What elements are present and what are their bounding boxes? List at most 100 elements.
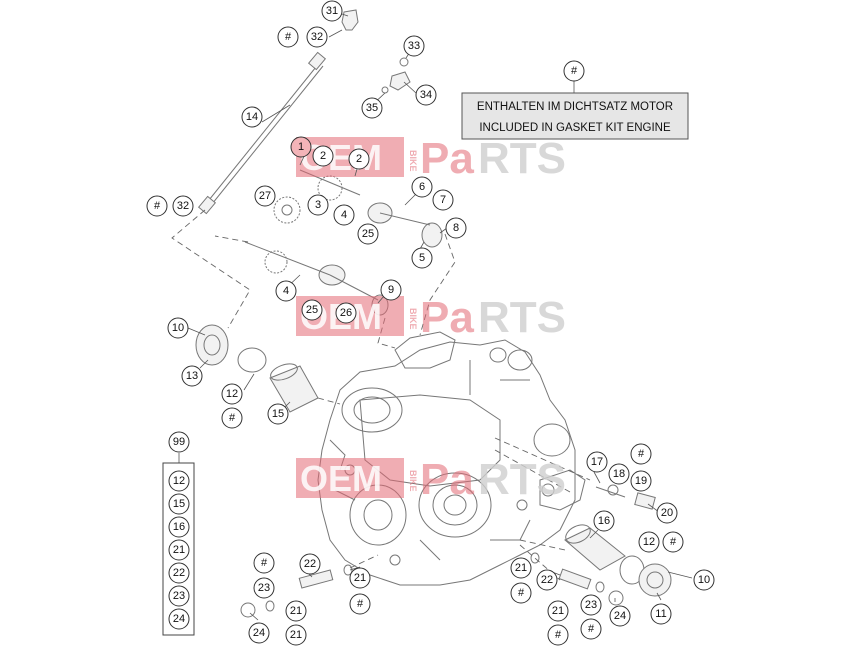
callout-14[interactable]: 14 [241, 106, 263, 128]
callout-hash[interactable]: # [253, 552, 275, 574]
callout-hash[interactable]: # [662, 531, 684, 553]
callout-label: 24 [253, 627, 265, 639]
callout-23[interactable]: 23 [253, 577, 275, 599]
callout-13[interactable]: 13 [181, 365, 203, 387]
callout-1[interactable]: 1 [290, 136, 312, 158]
callout-27[interactable]: 27 [254, 185, 276, 207]
callout-4[interactable]: 4 [275, 280, 297, 302]
callout-hash[interactable]: # [146, 195, 168, 217]
callout-24[interactable]: 24 [248, 622, 270, 644]
watermark-bottom: OEM BIKE Pa RTS [296, 455, 566, 504]
callout-20[interactable]: 20 [656, 502, 678, 524]
callout-6[interactable]: 6 [411, 176, 433, 198]
callout-31[interactable]: 31 [321, 0, 343, 22]
callout-10[interactable]: 10 [693, 569, 715, 591]
callout-hash[interactable]: # [221, 407, 243, 429]
callout-hash[interactable]: # [580, 618, 602, 640]
callout-32[interactable]: 32 [306, 26, 328, 48]
callout-19[interactable]: 19 [630, 470, 652, 492]
callout-11[interactable]: 11 [650, 603, 672, 625]
kit-item-label: 21 [173, 544, 185, 556]
callout-32[interactable]: 32 [172, 195, 194, 217]
kit-label-callout[interactable]: 99 [168, 431, 190, 453]
gasket-kit-note: ENTHALTEN IM DICHTSATZ MOTOR INCLUDED IN… [461, 81, 689, 140]
callout-9[interactable]: 9 [380, 279, 402, 301]
callout-21[interactable]: 21 [510, 557, 532, 579]
callout-26[interactable]: 26 [335, 302, 357, 324]
callout-label: 12 [643, 536, 655, 548]
callout-21[interactable]: 21 [547, 600, 569, 622]
callout-8[interactable]: 8 [445, 217, 467, 239]
callout-label: 22 [541, 574, 553, 586]
callout-21[interactable]: 21 [285, 600, 307, 622]
callout-label: 6 [419, 181, 425, 193]
callout-23[interactable]: 23 [580, 594, 602, 616]
callout-label: 18 [613, 468, 625, 480]
callout-label: 4 [283, 285, 289, 297]
kit-item-24[interactable]: 24 [168, 608, 190, 630]
watermark-pa: Pa [420, 455, 474, 504]
callout-7[interactable]: 7 [432, 189, 454, 211]
kit-item-label: 12 [173, 475, 185, 487]
callout-24[interactable]: 24 [609, 605, 631, 627]
callout-hash[interactable]: # [547, 624, 569, 646]
kit-item-22[interactable]: 22 [168, 562, 190, 584]
callout-label: 20 [661, 507, 673, 519]
callout-label: 35 [366, 102, 378, 114]
callout-25[interactable]: 25 [301, 299, 323, 321]
callout-label: 13 [186, 370, 198, 382]
kit-item-16[interactable]: 16 [168, 516, 190, 538]
callout-15[interactable]: 15 [267, 403, 289, 425]
callout-label: # [357, 598, 364, 610]
callout-22[interactable]: 22 [299, 553, 321, 575]
callout-hash[interactable]: # [349, 593, 371, 615]
kit-item-15[interactable]: 15 [168, 493, 190, 515]
callout-18[interactable]: 18 [608, 463, 630, 485]
watermark-oem: OEM [300, 137, 382, 178]
watermark-rts: RTS [478, 134, 566, 183]
callout-2[interactable]: 2 [348, 148, 370, 170]
callout-5[interactable]: 5 [411, 247, 433, 269]
callout-label: # [518, 587, 525, 599]
callout-17[interactable]: 17 [586, 451, 608, 473]
callout-label: 10 [698, 574, 710, 586]
callout-label: # [555, 629, 562, 641]
watermark-pa: Pa [420, 134, 474, 183]
callout-label: 8 [453, 222, 459, 234]
callout-label: 32 [177, 200, 189, 212]
callout-label: 16 [598, 515, 610, 527]
callout-35[interactable]: 35 [361, 97, 383, 119]
parts-shapes [195, 9, 672, 618]
kit-item-12[interactable]: 12 [168, 470, 190, 492]
callout-12[interactable]: 12 [638, 531, 660, 553]
callout-12[interactable]: 12 [221, 383, 243, 405]
callout-33[interactable]: 33 [403, 35, 425, 57]
callout-label: # [229, 412, 236, 424]
note-marker-callout[interactable]: # [563, 60, 585, 82]
kit-item-21[interactable]: 21 [168, 539, 190, 561]
callout-21[interactable]: 21 [349, 567, 371, 589]
callout-2[interactable]: 2 [312, 145, 334, 167]
kit-item-23[interactable]: 23 [168, 585, 190, 607]
callout-16[interactable]: 16 [593, 510, 615, 532]
svg-text:99: 99 [173, 436, 185, 448]
callout-21[interactable]: 21 [285, 624, 307, 646]
callout-10[interactable]: 10 [167, 317, 189, 339]
callout-hash[interactable]: # [510, 582, 532, 604]
callout-label: 3 [315, 199, 321, 211]
callout-3[interactable]: 3 [307, 194, 329, 216]
callout-label: 25 [362, 228, 374, 240]
callout-25[interactable]: 25 [357, 223, 379, 245]
watermark-rts: RTS [478, 293, 566, 342]
callout-label: # [638, 448, 645, 460]
callout-22[interactable]: 22 [536, 569, 558, 591]
callout-4[interactable]: 4 [333, 204, 355, 226]
callout-hash[interactable]: # [277, 26, 299, 48]
callout-hash[interactable]: # [630, 443, 652, 465]
callout-label: 32 [311, 31, 323, 43]
callout-label: 2 [320, 150, 326, 162]
callout-34[interactable]: 34 [415, 84, 437, 106]
